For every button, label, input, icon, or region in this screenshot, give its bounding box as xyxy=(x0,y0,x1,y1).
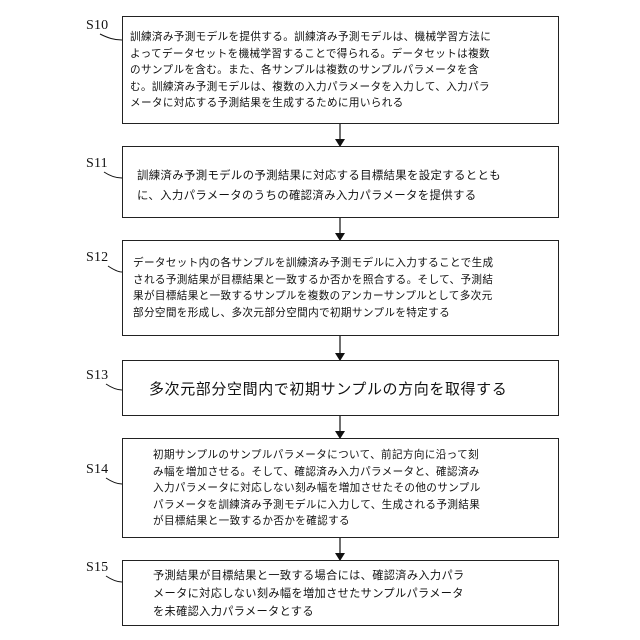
step-box-s11: 訓練済み予測モデルの予測結果に対応する目標結果を設定するととも に、入力パラメー… xyxy=(122,146,559,218)
step-box-s12: データセット内の各サンプルを訓練済み予測モデルに入力することで生成 される予測結… xyxy=(122,240,559,336)
leader-s15 xyxy=(106,576,122,582)
leader-s14 xyxy=(106,478,122,484)
step-box-s14: 初期サンプルのサンプルパラメータについて、前記方向に沿って刻 み幅を増加させる。… xyxy=(122,438,559,538)
step-box-s10: 訓練済み予測モデルを提供する。訓練済み予測モデルは、機械学習方法に よってデータ… xyxy=(122,16,559,124)
step-box-s13: 多次元部分空間内で初期サンプルの方向を取得する xyxy=(122,360,559,416)
step-text-s14: 初期サンプルのサンプルパラメータについて、前記方向に沿って刻 み幅を増加させる。… xyxy=(153,447,481,530)
step-box-s15: 予測結果が目標結果と一致する場合には、確認済み入力パラ メータに対応しない刻み幅… xyxy=(122,560,559,626)
step-text-s15: 予測結果が目標結果と一致する場合には、確認済み入力パラ メータに対応しない刻み幅… xyxy=(153,567,465,621)
leader-s13 xyxy=(106,384,122,390)
leader-s12 xyxy=(108,266,122,272)
leader-s10 xyxy=(100,34,122,40)
step-text-s12: データセット内の各サンプルを訓練済み予測モデルに入力することで生成 される予測結… xyxy=(133,255,494,321)
step-label-s14: S14 xyxy=(86,462,108,478)
step-label-s11: S11 xyxy=(86,156,108,172)
step-label-s10: S10 xyxy=(86,18,108,34)
leader-s11 xyxy=(104,172,122,178)
step-label-s15: S15 xyxy=(86,560,108,576)
step-label-s13: S13 xyxy=(86,368,108,384)
step-text-s11: 訓練済み予測モデルの予測結果に対応する目標結果を設定するととも に、入力パラメー… xyxy=(137,165,501,205)
step-text-s10: 訓練済み予測モデルを提供する。訓練済み予測モデルは、機械学習方法に よってデータ… xyxy=(130,29,491,112)
step-label-s12: S12 xyxy=(86,250,108,266)
step-text-s13: 多次元部分空間内で初期サンプルの方向を取得する xyxy=(149,379,507,399)
